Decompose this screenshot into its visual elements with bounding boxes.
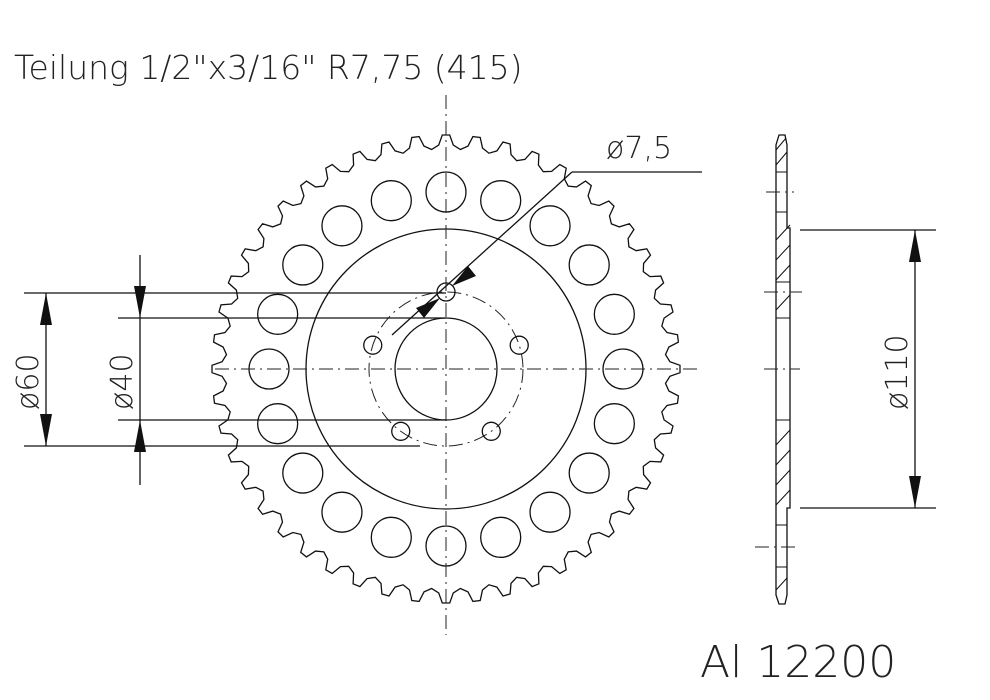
bolt-hole bbox=[391, 421, 411, 441]
lightening-hole bbox=[282, 452, 324, 494]
arrow-icon bbox=[134, 420, 146, 452]
lightening-hole bbox=[480, 180, 522, 222]
bolt-circle-dimension: ø60 bbox=[11, 292, 446, 447]
front-view bbox=[211, 95, 700, 635]
arrow-icon bbox=[416, 298, 440, 318]
arrow-icon bbox=[40, 293, 52, 325]
lightening-hole bbox=[593, 293, 635, 335]
center-bore-label: ø40 bbox=[105, 353, 140, 410]
lightening-hole bbox=[568, 452, 610, 494]
lightening-hole bbox=[568, 244, 610, 286]
lightening-hole bbox=[321, 491, 363, 533]
side-view: ø110 bbox=[755, 134, 936, 605]
lightening-hole bbox=[370, 180, 412, 222]
bolt-hole bbox=[481, 421, 501, 441]
bolt-hole bbox=[509, 335, 529, 355]
bolt-circle bbox=[368, 291, 524, 447]
arrow-icon bbox=[909, 230, 921, 262]
arrow-icon bbox=[452, 266, 476, 286]
part-number: Al 12200 bbox=[700, 637, 896, 688]
center-bore-dimension: ø40 bbox=[105, 255, 446, 485]
lightening-holes bbox=[248, 171, 644, 567]
lightening-hole bbox=[529, 491, 571, 533]
arrow-icon bbox=[134, 286, 146, 318]
lightening-hole bbox=[257, 403, 299, 445]
lightening-hole bbox=[593, 403, 635, 445]
lightening-hole bbox=[282, 244, 324, 286]
bolt-circle-label: ø60 bbox=[11, 353, 46, 410]
bolt-hole-dimension: ø7,5 bbox=[391, 131, 702, 336]
bolt-hole bbox=[363, 335, 383, 355]
lightening-hole bbox=[370, 516, 412, 558]
lightening-hole bbox=[480, 516, 522, 558]
sprocket-teeth-outline bbox=[211, 134, 681, 604]
lightening-hole bbox=[321, 205, 363, 247]
bolt-hole-label: ø7,5 bbox=[606, 131, 672, 166]
lightening-hole bbox=[257, 293, 299, 335]
arrow-icon bbox=[40, 414, 52, 446]
arrow-icon bbox=[909, 476, 921, 508]
hub-diameter-label: ø110 bbox=[880, 334, 915, 410]
drawing-title: Teilung 1/2"x3/16" R7,75 (415) bbox=[14, 48, 523, 87]
lightening-hole bbox=[529, 205, 571, 247]
bolt-holes bbox=[363, 282, 529, 441]
